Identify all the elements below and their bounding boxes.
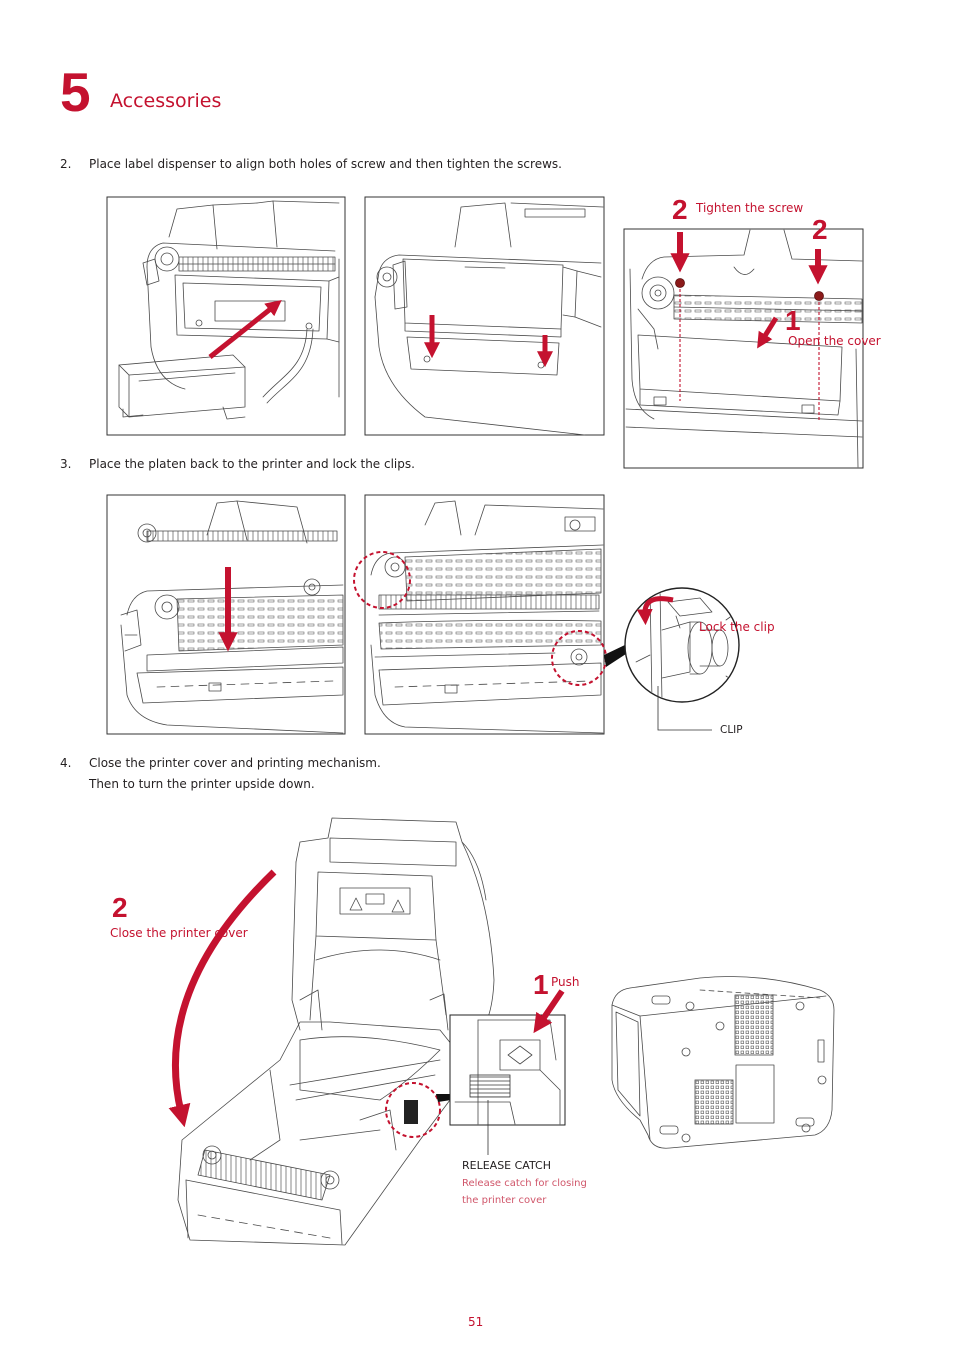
- figure-tighten-screws: [623, 228, 864, 469]
- callout-close-cover: Close the printer cover: [110, 926, 248, 940]
- vent-grid: [694, 1079, 734, 1125]
- release-catch-highlight-circle: [385, 1082, 441, 1138]
- part-label-release-catch: RELEASE CATCH: [462, 1159, 552, 1172]
- figure-lock-clips: [353, 494, 607, 735]
- callout-step-number: 1: [533, 969, 549, 1000]
- clip-zoom-detail: [624, 587, 740, 731]
- step-number: 2.: [60, 157, 72, 171]
- step-text: Place the platen back to the printer and…: [89, 457, 415, 471]
- callout-lock-clip: Lock the clip: [699, 620, 775, 634]
- callout-push: Push: [551, 975, 580, 989]
- figure-align-dispenser: [364, 196, 605, 436]
- figure-place-platen: [106, 494, 346, 735]
- callout-open-cover: Open the cover: [788, 334, 881, 348]
- callout-step-number: 2: [112, 892, 128, 923]
- clip-highlight-circle: [353, 551, 411, 609]
- step-text: Place label dispenser to align both hole…: [89, 157, 562, 171]
- release-catch-button: [469, 1074, 511, 1098]
- push-arrow-icon: [533, 989, 565, 1034]
- close-cover-arrow-icon: [168, 869, 277, 1128]
- figure-attach-dispenser: [106, 196, 346, 436]
- lock-clip-arrow-icon: [636, 596, 674, 626]
- zoom-connector: [604, 644, 629, 667]
- release-catch-description: Release catch for closing: [462, 1178, 587, 1189]
- step-number: 3.: [60, 457, 72, 471]
- step-text: Close the printer cover and printing mec…: [89, 756, 381, 770]
- callout-step-number: 1: [785, 305, 801, 336]
- vent-grid: [734, 994, 774, 1056]
- section-title: Accessories: [110, 90, 222, 112]
- callout-step-number: 2: [812, 214, 828, 245]
- clip-leader-line: [657, 686, 712, 731]
- callout-step-number: 2: [672, 194, 688, 225]
- release-catch-inset: [449, 989, 566, 1155]
- screw-right: [814, 291, 824, 301]
- release-catch-description: the printer cover: [462, 1195, 547, 1206]
- figure-printer-upside-down: [611, 976, 835, 1149]
- open-cover-arrow-icon: [757, 316, 779, 349]
- page-number: 51: [468, 1315, 484, 1329]
- screw-left: [675, 278, 685, 288]
- part-label-clip: CLIP: [720, 724, 743, 736]
- inset-connector: [436, 1094, 451, 1102]
- insert-arrow-icon: [208, 300, 282, 359]
- release-catch-part: [404, 1100, 418, 1124]
- callout-tighten-screw: Tighten the screw: [696, 201, 804, 215]
- section-number: 5: [60, 61, 91, 123]
- step-number: 4.: [60, 756, 72, 770]
- step-text: Then to turn the printer upside down.: [89, 777, 315, 791]
- figure-close-cover: [168, 817, 495, 1246]
